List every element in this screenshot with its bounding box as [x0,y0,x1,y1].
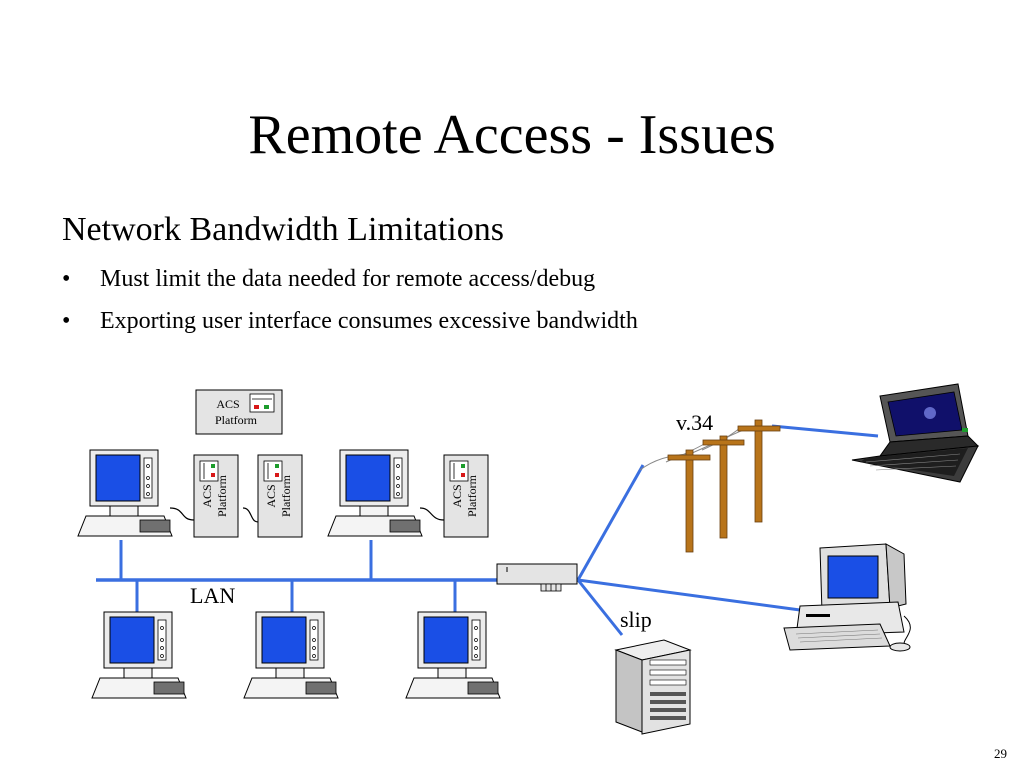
server-tower [614,639,692,735]
acs-label: ACS [264,484,278,507]
lan-label: LAN [190,583,235,608]
platform-label: Platform [465,474,479,517]
bullet-text: Exporting user interface consumes excess… [100,308,638,334]
lan-computer [327,449,423,537]
acs-label: ACS [216,397,239,411]
laptop [851,383,980,483]
network-cabling [96,424,879,636]
telephone-poles [639,419,781,553]
modem-label: v.34 [676,410,713,435]
acs-platform-box: ACS Platform [195,389,283,435]
slide-number: 29 [994,746,1007,761]
laptop-link [771,424,879,438]
acs-platform-unit: ACS Platform [257,454,303,538]
slip-label: slip [620,607,652,632]
acs-label: ACS [450,484,464,507]
acs-platform-unit: ACS Platform [193,454,239,538]
bullet-text: Must limit the data needed for remote ac… [100,266,596,292]
slip-link [576,579,624,636]
slide-title: Remote Access - Issues [248,104,776,166]
bullet-marker: • [62,266,71,292]
lan-computer [91,611,187,699]
lan-computer [243,611,339,699]
platform-label: Platform [215,474,229,517]
lan-computer [77,449,173,537]
bullet-marker: • [62,308,71,334]
router [496,563,578,592]
slide-subtitle: Network Bandwidth Limitations [62,211,504,248]
modem-link [576,464,645,581]
platform-label: Platform [279,474,293,517]
acs-label: ACS [200,484,214,507]
platform-label: Platform [215,413,258,427]
desktop-link [577,578,801,612]
desktop-computer [783,543,911,652]
lan-computer [405,611,501,699]
acs-platform-unit: ACS Platform [443,454,489,538]
